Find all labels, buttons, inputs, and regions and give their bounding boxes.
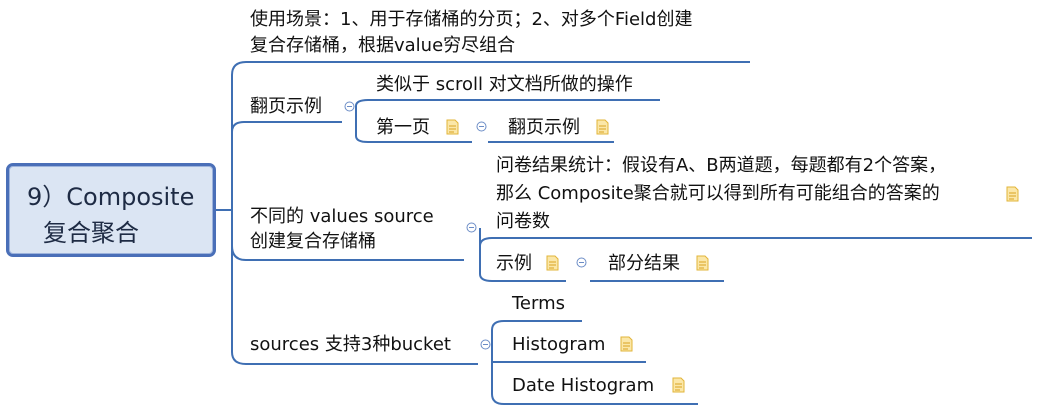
note-icon[interactable] [672,377,685,393]
collapse-toggle-icon[interactable] [466,222,477,233]
paging-example-node[interactable]: 翻页示例 [508,117,580,138]
date-histogram-node[interactable]: Date Histogram [512,375,655,396]
note-icon[interactable] [596,119,609,135]
survey-node-line1[interactable]: 问卷结果统计：假设有A、B两道题，每题都有2个答案， [496,155,947,176]
note-icon[interactable] [1006,186,1019,202]
collapse-toggle-icon[interactable] [476,121,487,132]
values-source-node-line1[interactable]: 不同的 values source [250,206,434,227]
first-page-node[interactable]: 第一页 [376,117,430,138]
survey-node-line3[interactable]: 问卷数 [496,211,550,232]
values-source-node-line2[interactable]: 创建复合存储桶 [250,231,376,252]
sources-node[interactable]: sources 支持3种bucket [250,334,451,355]
terms-node[interactable]: Terms [512,293,566,314]
root-title: 9）Composite [27,183,195,211]
note-icon[interactable] [546,255,559,271]
survey-node-line2[interactable]: 那么 Composite聚合就可以得到所有可能组合的答案的 [496,183,940,204]
usage-node-line2[interactable]: 复合存储桶，根据value穷尽组合 [250,35,516,56]
scroll-node[interactable]: 类似于 scroll 对文档所做的操作 [376,74,633,95]
note-icon[interactable] [620,336,633,352]
histogram-node[interactable]: Histogram [512,334,606,355]
example-node[interactable]: 示例 [496,253,532,274]
root-subtitle: 复合聚合 [43,219,139,247]
root-node[interactable]: 9）Composite 复合聚合 [6,163,216,257]
note-icon[interactable] [696,255,709,271]
note-icon[interactable] [446,119,459,135]
collapse-toggle-icon[interactable] [344,101,355,112]
paging-node[interactable]: 翻页示例 [250,96,322,117]
partial-result-node[interactable]: 部分结果 [608,253,680,274]
usage-node-line1[interactable]: 使用场景：1、用于存储桶的分页；2、对多个Field创建 [250,9,693,30]
collapse-toggle-icon[interactable] [576,257,587,268]
collapse-toggle-icon[interactable] [480,339,491,350]
